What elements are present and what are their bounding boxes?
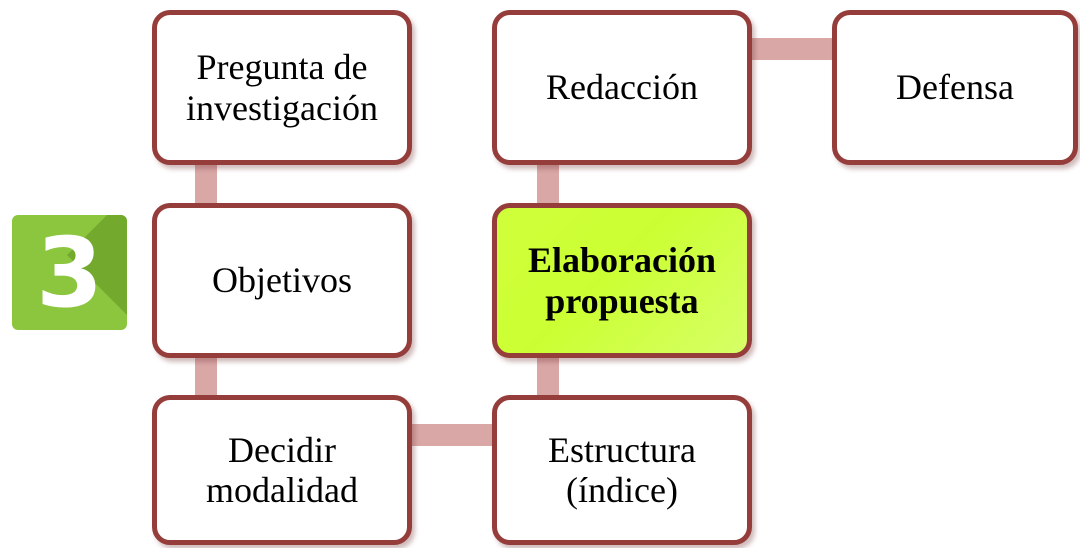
connector-pregunta-objetivos [195,160,217,208]
connector-redaccion-defensa [748,38,836,60]
node-label-line: Objetivos [212,260,352,301]
step-number-badge: 3 [12,215,127,330]
node-label-line: Decidir [228,429,336,470]
connector-elaboracion-redaccion [537,160,559,208]
node-elaboracion-propuesta: Elaboración propuesta [492,203,752,358]
node-label-line: (índice) [566,470,678,510]
node-redaccion: Redacción [492,10,752,165]
node-label-line: Pregunta de [196,47,368,88]
node-label-line: modalidad [206,470,358,510]
node-label-line: Elaboración [527,240,716,281]
node-estructura-indice: Estructura (índice) [492,395,752,545]
node-pregunta-de-investigacion: Pregunta de investigación [152,10,412,165]
connector-decidir-estructura [408,424,496,446]
node-label-line: propuesta [545,280,699,321]
node-label-line: investigación [186,87,378,128]
node-decidir-modalidad: Decidir modalidad [152,395,412,545]
step-number: 3 [36,216,103,329]
node-label-line: Defensa [896,67,1014,108]
connector-objetivos-decidir [195,352,217,400]
node-label-line: Estructura [548,429,696,470]
node-defensa: Defensa [832,10,1078,165]
node-label-line: Redacción [546,67,698,108]
node-objetivos: Objetivos [152,203,412,358]
connector-estructura-elaboracion [537,352,559,400]
